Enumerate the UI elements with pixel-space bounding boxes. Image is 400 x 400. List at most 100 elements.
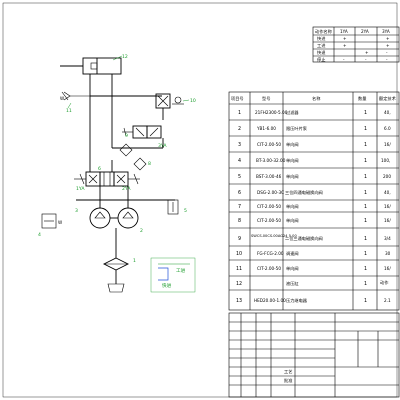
label-v3: 3	[75, 208, 78, 214]
parts-header-rating: 额定技术	[379, 95, 397, 102]
parts-row-1-qty: 1	[364, 126, 367, 132]
parts-row-13-name: 压力继电器	[286, 297, 308, 304]
parts-row-3-name: 单向阀	[286, 157, 299, 164]
action-row-0-3ya: +	[386, 36, 390, 41]
label-v8: 8	[148, 161, 151, 167]
parts-row-0-no: 1	[238, 110, 241, 116]
parts-row-7-model: CIT-2.00-50	[257, 218, 281, 223]
parts-row-9-model: FG-FCG-2.00	[257, 251, 284, 256]
parts-row-10-qty: 1	[364, 266, 367, 272]
parts-row-11-no: 12	[236, 281, 242, 287]
parts-row-4-model: BST-3.00-46	[256, 174, 282, 179]
label-sol2: 2YA	[122, 186, 131, 192]
parts-row-0-name: 过滤器	[286, 109, 299, 116]
parts-row-1-model: YB1-6.00	[256, 126, 276, 131]
valve-2pos-3way-9	[122, 125, 162, 139]
pressure-relay-11: W	[60, 91, 90, 101]
cycle-legend-fast: 快进	[162, 282, 172, 289]
parts-row-6-qty: 1	[364, 204, 367, 210]
parts-row-10-rating: 16/	[384, 266, 391, 271]
parts-row-4-qty: 1	[364, 174, 367, 180]
parts-row-6-model: CIT-2.00-50	[257, 204, 281, 209]
action-row-2-name: 快退	[317, 49, 326, 56]
parts-header-name: 名称	[312, 95, 320, 102]
parts-row-5-qty: 1	[364, 190, 367, 196]
cycle-legend	[150, 257, 196, 293]
parts-row-7-no: 8	[238, 218, 241, 224]
parts-row-1-name: 限压叶片泵	[286, 125, 307, 132]
parts-row-1-rating: 6.0	[384, 126, 391, 131]
parts-row-0-qty: 1	[364, 110, 367, 116]
svg-text:W: W	[60, 96, 64, 101]
title-block: 工艺 批准	[228, 312, 400, 398]
action-row-3-3ya: -	[386, 57, 388, 62]
parts-row-6-no: 7	[238, 204, 241, 210]
parts-row-0-model: 21FH2300-5.00	[255, 110, 288, 115]
cycle-legend-work: 工进	[176, 267, 186, 274]
parts-header-model: 型号	[262, 95, 270, 102]
speed-control-valve-10	[155, 93, 171, 120]
parts-row-9-name: 调速阀	[286, 250, 299, 257]
parts-row-9-rating: 30	[385, 251, 391, 256]
parts-row-2-qty: 1	[364, 142, 367, 148]
parts-row-3-rating: 100,	[381, 158, 390, 163]
relief-valve-4: W	[41, 213, 62, 229]
title-block-approve: 批准	[284, 377, 292, 384]
check-valve-8	[133, 157, 147, 171]
action-row-2-3ya: -	[386, 50, 388, 55]
action-row-3-1ya: -	[343, 57, 345, 62]
action-row-3-2ya: -	[365, 57, 367, 62]
label-v4: 4	[38, 232, 41, 238]
action-header-1: 1YA	[340, 29, 348, 34]
parts-row-9-no: 10	[236, 251, 242, 257]
parts-row-5-model: DSG-2.00-3C	[257, 190, 284, 195]
parts-row-11-qty: 1	[364, 281, 367, 287]
parts-row-5-no: 6	[238, 190, 241, 196]
parts-row-13-qty: 1	[364, 298, 367, 304]
parts-row-2-model: CIT-2.00-50	[257, 142, 281, 147]
parts-table: 项目号 型号 名称 数量 额定技术 1 21FH2300-5.00 过滤器 1 …	[228, 91, 400, 311]
parts-header-qty: 数量	[358, 95, 366, 102]
label-v6: 6	[98, 166, 101, 172]
parts-row-13-model: HED20.00-1.00	[254, 298, 286, 303]
parts-row-3-qty: 1	[364, 158, 367, 164]
parts-row-7-rating: 16/	[384, 218, 391, 223]
parts-row-4-rating: 200	[383, 174, 391, 179]
parts-row-4-no: 5	[238, 174, 241, 180]
parts-row-10-name: 单向阀	[286, 265, 299, 272]
pump-assembly	[76, 186, 175, 229]
check-valve-10b	[172, 96, 184, 105]
action-row-0-1ya: +	[343, 36, 347, 41]
parts-row-1-no: 2	[238, 126, 241, 132]
action-row-1-3ya: +	[386, 43, 390, 48]
parts-row-10-model: CIT-2.00-50	[257, 266, 281, 271]
parts-row-6-name: 单向阀	[286, 203, 299, 210]
relief-valve-5	[167, 199, 179, 215]
label-v10: 10	[190, 98, 196, 104]
title-block-craft: 工艺	[284, 369, 292, 374]
valve-3pos-4way-6	[74, 171, 140, 187]
parts-row-10-no: 11	[236, 266, 242, 272]
label-sol1: 1YA	[76, 186, 85, 192]
parts-row-13-no: 13	[236, 298, 242, 304]
hydraulic-circuit: 12 W 11 10	[38, 54, 196, 293]
parts-row-0-rating: 40,	[384, 110, 391, 115]
parts-header-no: 项目号	[231, 96, 244, 102]
parts-row-2-name: 单向阀	[286, 141, 299, 148]
parts-row-8-qty: 1	[364, 236, 367, 242]
parts-row-3-no: 4	[238, 158, 241, 164]
parts-row-7-name: 单向阀	[286, 217, 299, 224]
parts-row-7-qty: 1	[364, 218, 367, 224]
action-row-1-1ya: +	[343, 43, 347, 48]
action-row-1-name: 工进	[317, 42, 326, 49]
action-table: 动作名称 1YA 2YA 3YA 快进 + + 工进 + + 快退 + - 停止…	[312, 26, 400, 63]
label-v11: 11	[66, 108, 72, 114]
label-v5: 5	[184, 208, 187, 214]
hydraulic-cylinder	[60, 57, 122, 75]
parts-row-8-no: 9	[238, 236, 241, 242]
parts-row-2-no: 3	[238, 142, 241, 148]
parts-row-12-rating: 动作	[380, 279, 389, 286]
svg-text:W: W	[58, 220, 62, 225]
action-row-0-name: 快进	[317, 35, 326, 42]
label-v2: 2	[140, 228, 143, 234]
